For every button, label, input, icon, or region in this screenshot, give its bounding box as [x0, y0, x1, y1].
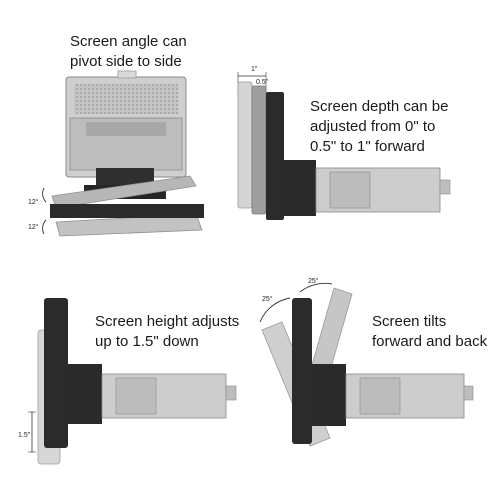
height-caption-line-2: up to 1.5" down: [95, 333, 199, 350]
tilt-illustration: [259, 282, 474, 447]
depth-screen-ghost-1: [237, 81, 253, 209]
tilt-angle-arc-left: [259, 297, 291, 323]
pivot-caption-line-2: pivot side to side: [70, 53, 182, 70]
pivot-illustration: [42, 70, 204, 237]
tilt-caption-line-2: forward and back: [372, 333, 488, 350]
tilt-chassis-plate: [359, 377, 401, 415]
tilt-connector: [463, 385, 474, 401]
depth-dim-inner-label: 0.5": [256, 79, 269, 86]
pivot-caption-line-1: Screen angle can: [70, 33, 187, 50]
depth-caption-line-1: Screen depth can be: [310, 98, 449, 115]
pivot-angle-top-label: 12°: [28, 199, 39, 206]
pivot-chassis-top-tab: [117, 70, 137, 79]
height-dim-label: 1.5": [18, 432, 31, 439]
height-chassis-plate: [115, 377, 157, 415]
depth-caption: Screen depth can be adjusted from 0" to …: [310, 97, 448, 157]
depth-illustration: [237, 72, 451, 220]
height-mount: [68, 364, 102, 424]
depth-caption-line-2: adjusted from 0" to: [310, 118, 436, 135]
depth-chassis-plate: [329, 171, 371, 209]
depth-dim-outer-label: 1": [251, 66, 258, 73]
height-screen-main: [44, 298, 68, 448]
tilt-angle-right-label: 25°: [308, 278, 319, 285]
height-caption: Screen height adjusts up to 1.5" down: [95, 312, 239, 352]
pivot-angle-arc-bottom: [42, 219, 47, 235]
depth-caption-line-3: 0.5" to 1" forward: [310, 138, 425, 155]
height-connector: [225, 385, 237, 401]
tilt-mount: [312, 364, 346, 426]
tilt-angle-left-label: 25°: [262, 296, 273, 303]
pivot-caption: Screen angle can pivot side to side: [70, 32, 187, 72]
depth-screen-ghost-2: [251, 85, 267, 215]
tilt-caption-line-1: Screen tilts: [372, 313, 447, 330]
pivot-screen-main: [50, 204, 204, 218]
depth-mount: [284, 160, 316, 216]
depth-connector: [439, 179, 451, 195]
tilt-caption: Screen tilts forward and back: [372, 312, 487, 352]
pivot-chassis-vents: [74, 84, 178, 114]
tilt-screen-main: [292, 298, 312, 444]
depth-screen-main: [266, 92, 284, 220]
tilt-angle-arc-right: [299, 282, 333, 293]
pivot-angle-arc-top: [42, 187, 47, 203]
pivot-chassis-window: [86, 122, 166, 136]
pivot-angle-bottom-label: 12°: [28, 224, 39, 231]
height-illustration: [28, 298, 237, 465]
height-caption-line-1: Screen height adjusts: [95, 313, 240, 330]
